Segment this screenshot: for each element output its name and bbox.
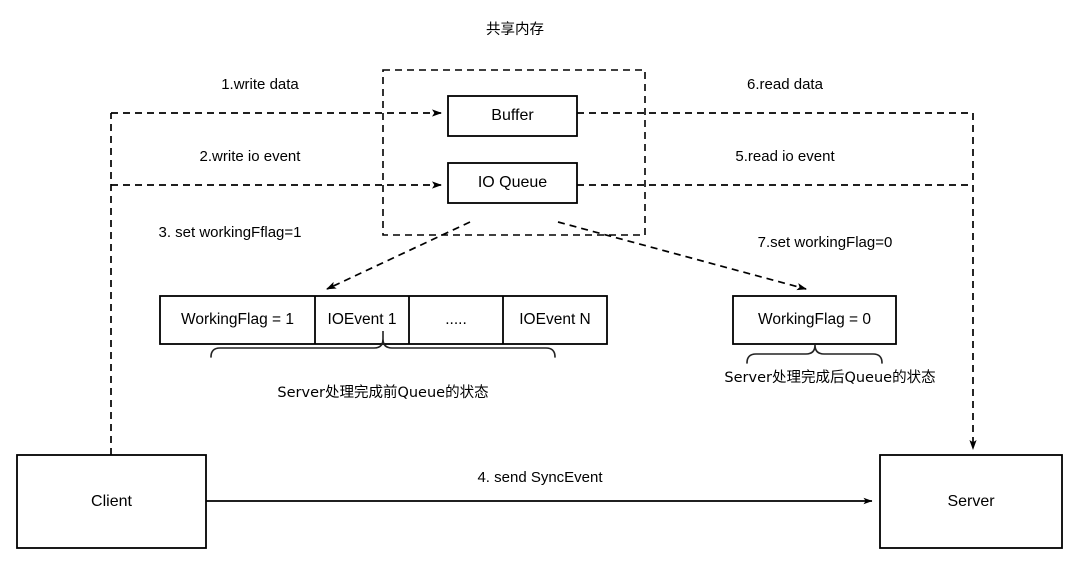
queue-before-caption: Server处理完成前Queue的状态	[277, 385, 489, 401]
label-step-2-write-io-event: 2.write io event	[199, 148, 301, 165]
shared-memory-region	[382, 69, 646, 236]
queue-before-cell-0: WorkingFlag = 1	[180, 311, 294, 328]
edge-queue-after-link	[557, 221, 807, 291]
brace-queue-after	[746, 344, 883, 364]
edge-queue-before-link	[326, 221, 471, 290]
io-queue-box-label: IO Queue	[477, 174, 548, 191]
queue-after-caption: Server处理完成后Queue的状态	[724, 370, 936, 386]
queue-before-cell-3: IOEvent N	[519, 311, 591, 328]
io-queue-box	[447, 162, 578, 204]
label-step-3-set-workingflag: 3. set workingFflag=1	[158, 224, 302, 241]
queue-after-table	[732, 295, 897, 345]
queue-before-cell-2: .....	[445, 311, 467, 328]
server-box-label: Server	[947, 492, 995, 510]
label-step-6-read-data: 6.read data	[747, 76, 823, 93]
client-box	[16, 454, 207, 549]
queue-before-cell-1: IOEvent 1	[327, 311, 397, 328]
client-box-label: Client	[91, 492, 132, 510]
buffer-box-label: Buffer	[491, 107, 534, 124]
label-step-1-write-data: 1.write data	[221, 76, 299, 93]
shared-memory-title: 共享内存	[486, 22, 544, 38]
label-step-4-send-syncevent: 4. send SyncEvent	[477, 469, 603, 486]
queue-after-cell-0: WorkingFlag = 0	[757, 311, 871, 328]
server-box	[879, 454, 1063, 549]
buffer-box	[447, 95, 578, 137]
label-step-7-set-workingflag: 7.set workingFlag=0	[757, 234, 893, 251]
label-step-5-read-io-event: 5.read io event	[735, 148, 835, 165]
